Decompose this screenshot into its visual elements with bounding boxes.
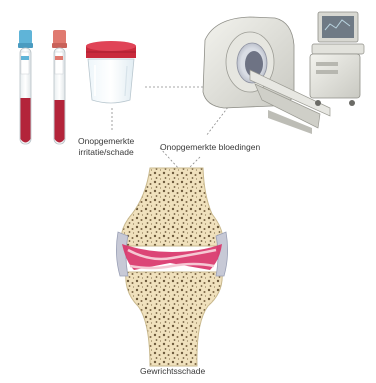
irritation-label-line2: irritatie/schade — [78, 147, 134, 158]
tube-cap — [19, 30, 32, 44]
knee-joint-icon — [116, 168, 227, 366]
tube-cap — [53, 30, 66, 44]
bleeding-label: Onopgemerkte bloedingen — [160, 142, 260, 153]
mri-scanner-icon — [203, 12, 364, 134]
blood-tube-right-icon — [52, 30, 67, 144]
blood-tube-left-icon — [18, 30, 33, 144]
specimen-container-icon — [86, 41, 136, 103]
irritation-label: Onopgemerkte irritatie/schade — [78, 136, 134, 158]
irritation-label-line1: Onopgemerkte — [78, 136, 134, 147]
joint-damage-label: Gewrichtsschade — [140, 366, 205, 377]
